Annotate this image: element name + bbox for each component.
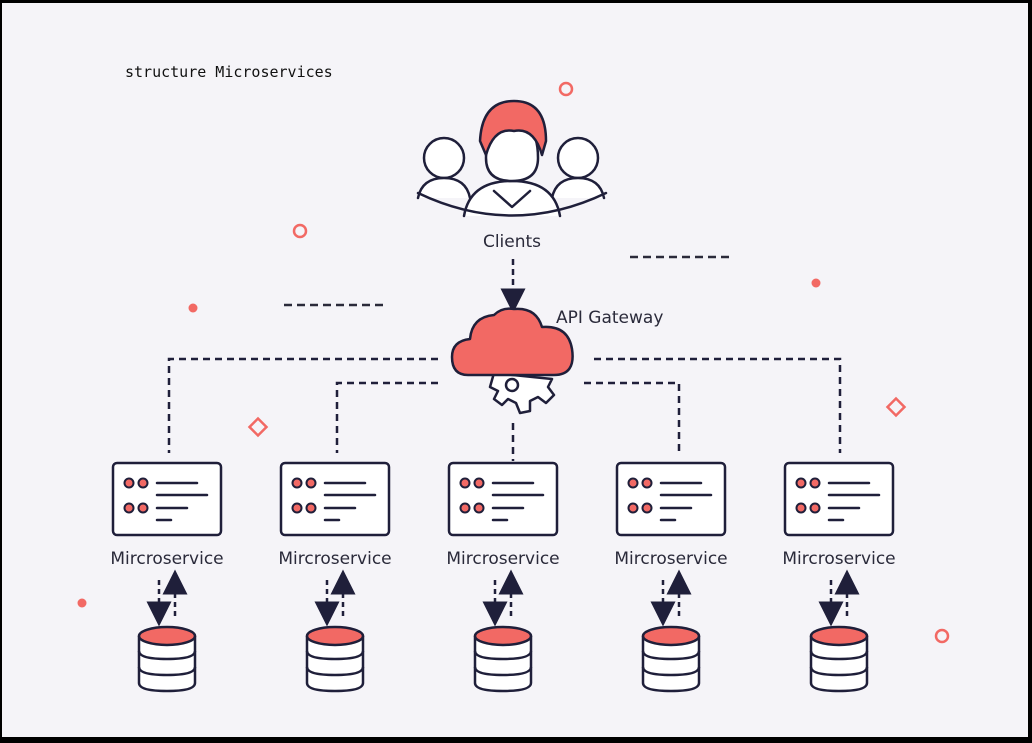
service-label: Mircroservice [110, 549, 223, 569]
service-label: Mircroservice [782, 549, 895, 569]
gateway-service-connectors [167, 357, 842, 461]
bidirectional-arrow-icon [818, 569, 860, 627]
gateway-icon [450, 307, 574, 415]
diagram-caption: structure Microservices [125, 63, 333, 81]
clients-icon [416, 99, 608, 218]
database-icon [305, 625, 365, 693]
service-label: Mircroservice [278, 549, 391, 569]
decor-dot [811, 278, 821, 288]
server-panel-icon [111, 461, 223, 537]
server-panel-icon [615, 461, 727, 537]
decor-ring [292, 223, 308, 239]
clients-label: Clients [483, 232, 541, 252]
gateway-label: API Gateway [556, 308, 663, 328]
service-column: Mircroservice [614, 461, 728, 693]
service-label: Mircroservice [446, 549, 559, 569]
decor-ring [934, 628, 950, 644]
bidirectional-arrow-icon [650, 569, 692, 627]
database-icon [809, 625, 869, 693]
decor-dot [188, 303, 198, 313]
server-panel-icon [447, 461, 559, 537]
database-icon [641, 625, 701, 693]
server-panel-icon [783, 461, 895, 537]
decorations-dots [77, 81, 950, 644]
database-icon [473, 625, 533, 693]
database-icon [137, 625, 197, 693]
bidirectional-arrow-icon [482, 569, 524, 627]
bidirectional-arrow-icon [146, 569, 188, 627]
service-column: Mircroservice [446, 461, 560, 693]
decor-ring [558, 81, 574, 97]
service-column: Mircroservice [782, 461, 896, 693]
decor-diamond [247, 416, 269, 438]
bidirectional-arrow-icon [314, 569, 356, 627]
decor-diamond [885, 396, 907, 418]
service-column: Mircroservice [278, 461, 392, 693]
decor-dot [77, 598, 87, 608]
diagram-canvas: structure Microservices [2, 3, 1028, 737]
decorations [284, 255, 734, 307]
service-label: Mircroservice [614, 549, 727, 569]
services-layer: Mircroservice Mircroservice Mircroservice M… [110, 461, 896, 693]
service-column: Mircroservice [110, 461, 224, 693]
server-panel-icon [279, 461, 391, 537]
